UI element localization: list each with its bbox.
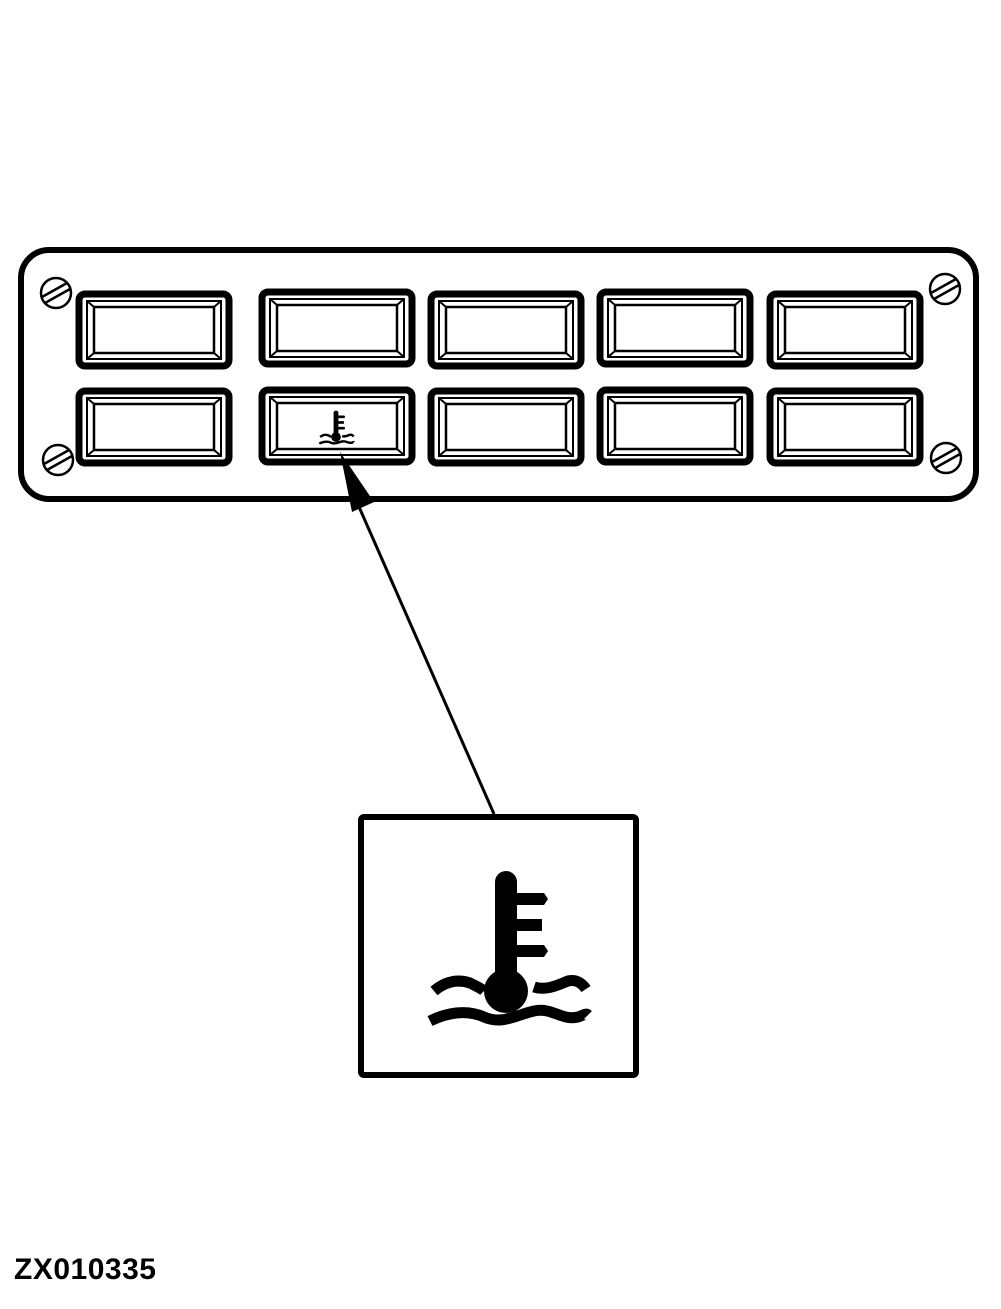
- indicator-lamp-r2-c5: [770, 391, 920, 463]
- callout-arrow: [340, 452, 496, 815]
- screw-top-left-icon: [39, 276, 73, 310]
- indicator-lamp-r1-c5: [770, 294, 920, 366]
- figure-id-label: ZX010335: [14, 1253, 157, 1286]
- screw-top-right-icon: [928, 272, 962, 306]
- indicator-lamp-r2-c1: [79, 391, 229, 463]
- screw-bottom-right-icon: [929, 441, 963, 475]
- indicator-lamp-r1-c1: [79, 294, 229, 366]
- indicator-lamp-r2-c3: [431, 391, 581, 463]
- indicator-lamp-r1-c4: [600, 292, 750, 364]
- indicator-lamp-r1-c2: [262, 292, 412, 364]
- indicator-lamp-r1-c3: [431, 294, 581, 366]
- indicator-lamp-r2-c4: [600, 390, 750, 462]
- screw-bottom-left-icon: [41, 443, 75, 477]
